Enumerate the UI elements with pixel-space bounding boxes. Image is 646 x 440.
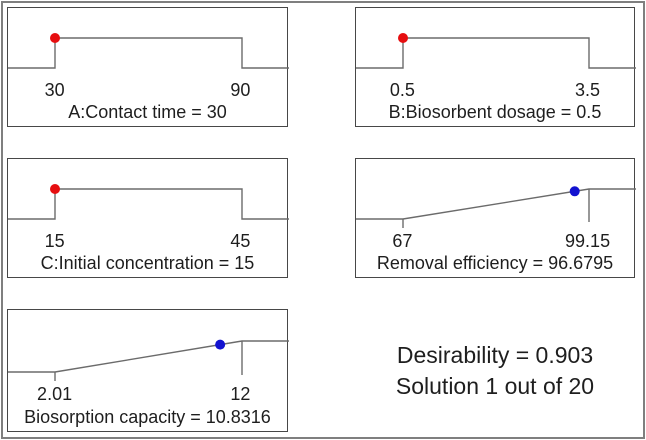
response-value-dot — [215, 339, 226, 350]
ramp-panel-removal-efficiency: 67 99.15 Removal efficiency = 96.6795 — [355, 158, 636, 278]
ramp-caption: Removal efficiency = 96.6795 — [376, 253, 614, 273]
ramp-panel-contact-time: 30 90 A:Contact time = 30 — [7, 7, 289, 127]
high-limit-label: 3.5 — [575, 79, 601, 100]
ramp-panel-biosorption-capacity: 2.01 12 Biosorption capacity = 10.8316 — [7, 309, 289, 432]
ramp-graphic — [356, 33, 636, 69]
factor-value-dot[interactable] — [398, 33, 408, 43]
solution-summary: Desirability = 0.903 Solution 1 out of 2… — [355, 309, 635, 432]
response-value-dot — [569, 186, 580, 197]
low-limit-label: 30 — [44, 79, 65, 100]
low-limit-label: 2.01 — [37, 383, 73, 404]
factor-value-dot[interactable] — [50, 184, 60, 194]
ramp-caption: A:Contact time = 30 — [68, 102, 227, 122]
high-limit-label: 12 — [230, 383, 251, 404]
high-limit-label: 45 — [230, 230, 251, 251]
high-limit-label: 90 — [230, 79, 251, 100]
factor-value-dot[interactable] — [50, 33, 60, 43]
low-limit-label: 67 — [392, 230, 413, 251]
ramp-graphic — [8, 339, 289, 381]
low-limit-label: 15 — [44, 230, 65, 251]
desirability-text: Desirability = 0.903 — [396, 341, 594, 368]
ramp-caption: Biosorption capacity = 10.8316 — [24, 407, 271, 427]
ramp-graphic — [356, 186, 636, 228]
low-limit-label: 0.5 — [389, 79, 415, 100]
ramp-graphic — [8, 33, 289, 69]
ramp-caption: B:Biosorbent dosage = 0.5 — [388, 102, 602, 122]
high-limit-label: 99.15 — [565, 230, 611, 251]
ramp-panel-initial-concentration: 15 45 C:Initial concentration = 15 — [7, 158, 289, 278]
ramp-graphic — [8, 184, 289, 220]
ramp-panel-biosorbent-dosage: 0.5 3.5 B:Biosorbent dosage = 0.5 — [355, 7, 636, 127]
solution-text: Solution 1 out of 20 — [395, 372, 595, 399]
ramp-caption: C:Initial concentration = 15 — [40, 253, 255, 273]
